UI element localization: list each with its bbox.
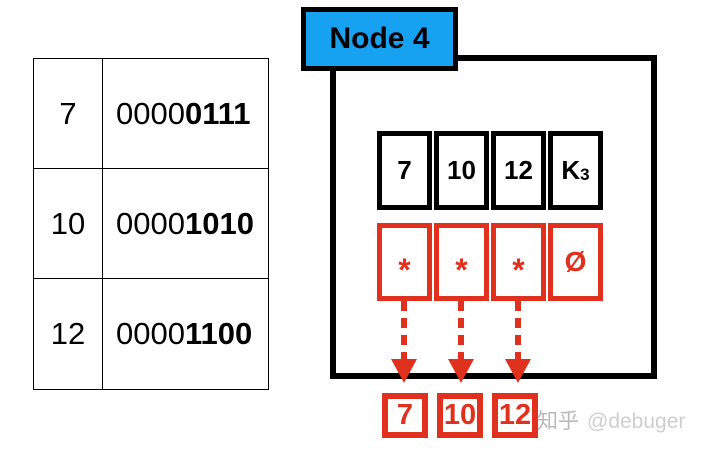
null-symbol: Ø	[564, 246, 587, 277]
arrow-dash-line	[458, 301, 464, 361]
leaf-value-box: 10	[437, 393, 483, 438]
pointer-slot: *	[377, 223, 432, 301]
key-slot: 10	[434, 131, 489, 210]
bits-prefix: 0000	[116, 205, 185, 241]
bits-prefix: 0000	[116, 95, 185, 131]
key-value: 12	[504, 155, 533, 185]
watermark: 知乎 @debuger	[537, 405, 685, 435]
key-slot: 12	[491, 131, 546, 210]
bits-suffix: 1010	[184, 205, 254, 241]
key-value: 7	[397, 155, 412, 185]
key-slot: 7	[377, 131, 432, 210]
arrow-head-icon	[448, 359, 474, 383]
watermark-brand: 知乎	[537, 410, 579, 433]
pointer-star: *	[398, 251, 411, 288]
node-outer-box	[330, 55, 657, 379]
leaf-value-box: 7	[382, 393, 428, 438]
table-key-cell: 12	[34, 279, 103, 389]
pointer-slot: *	[434, 223, 489, 301]
leaf-value-box: 12	[492, 393, 538, 438]
key-value: K	[561, 155, 581, 185]
arrow-dash-line	[401, 301, 407, 361]
bits-suffix: 1100	[184, 316, 253, 351]
table-key-cell: 7	[34, 59, 103, 169]
pointer-slot-null: Ø	[548, 223, 603, 301]
arrow-head-icon	[505, 359, 531, 383]
key-value: 10	[447, 155, 476, 185]
pointer-star: *	[455, 251, 468, 288]
node-title: Node 4	[301, 7, 458, 71]
table-key-cell: 10	[34, 169, 103, 279]
bits-prefix: 0000	[116, 316, 185, 351]
bits-suffix: 0111	[184, 95, 251, 131]
watermark-handle: @debuger	[587, 410, 686, 433]
arrow-dash-line	[515, 301, 521, 361]
pointer-star: *	[512, 251, 525, 288]
arrow-head-icon	[391, 359, 417, 383]
pointer-slot: *	[491, 223, 546, 301]
